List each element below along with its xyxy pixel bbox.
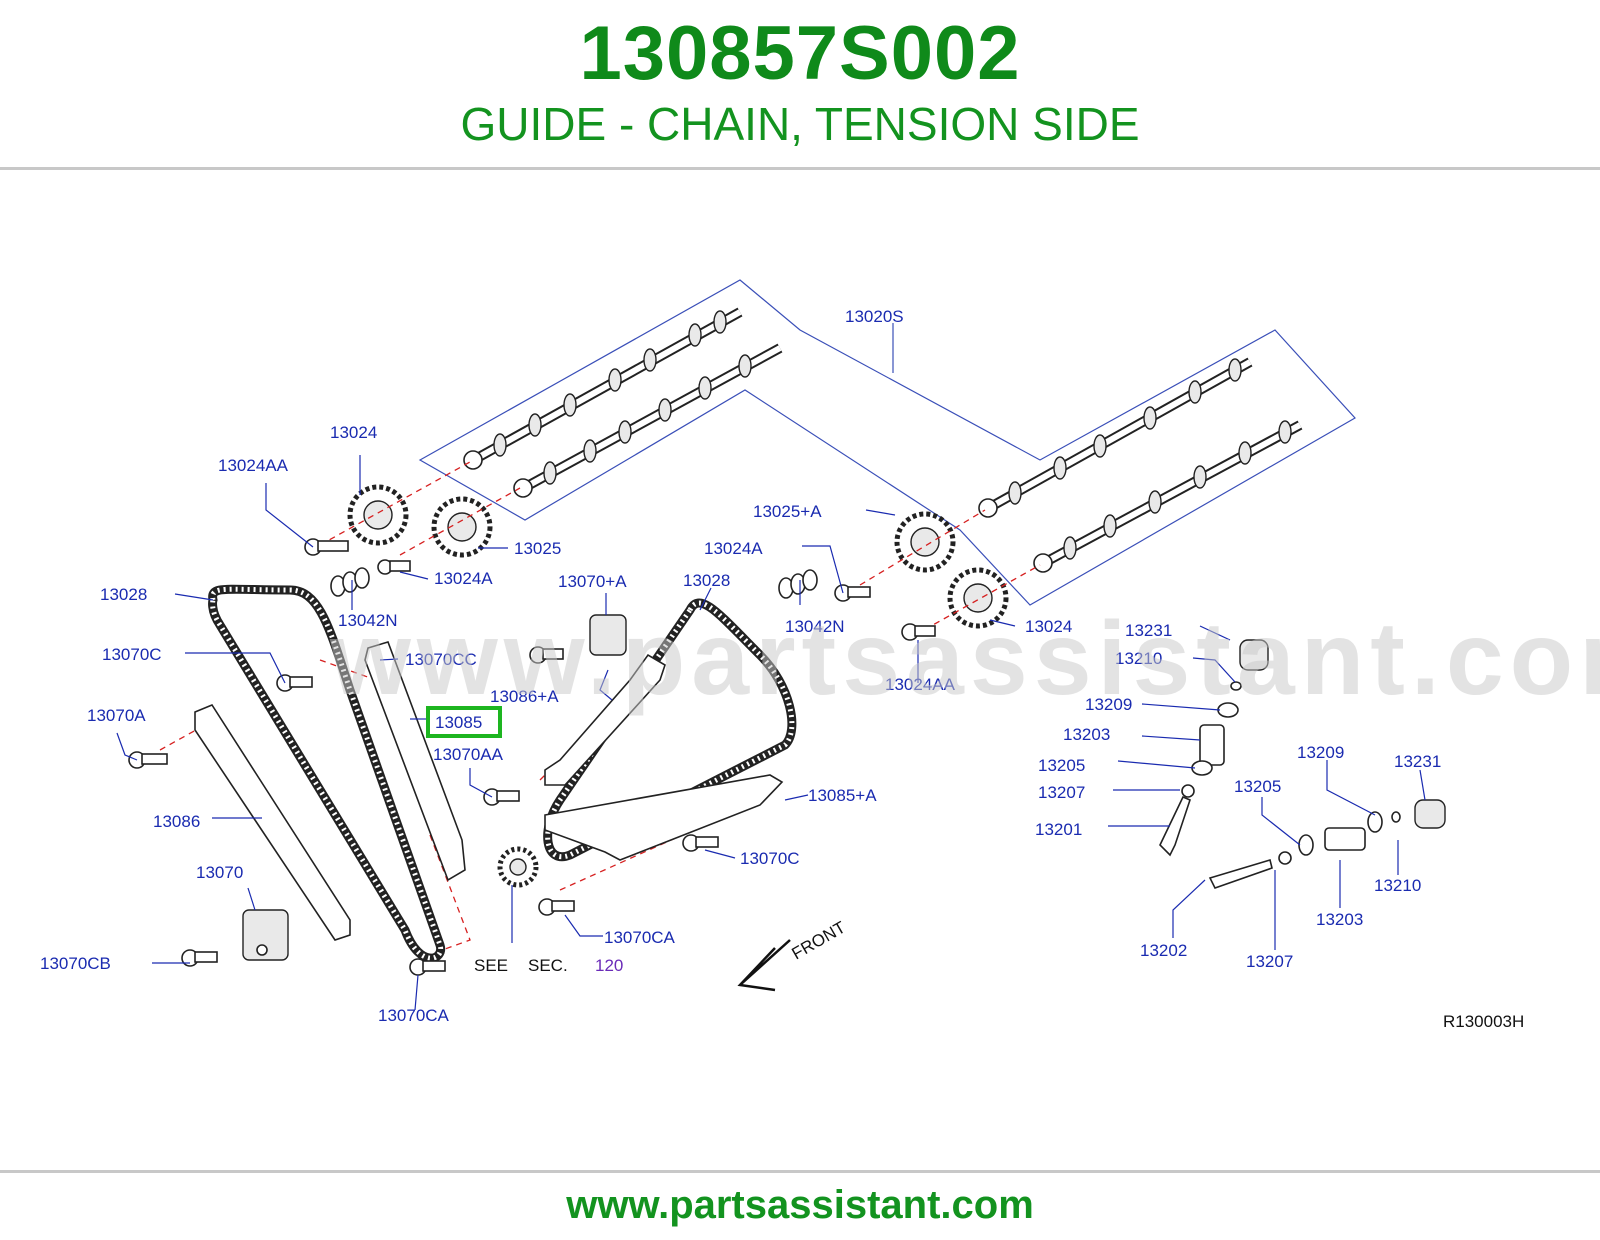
label-13209-left: 13209	[1085, 695, 1132, 714]
label-13070CA-bottom: 13070CA	[378, 1006, 450, 1025]
align-line-cam-left	[319, 461, 521, 556]
label-13070CC: 13070CC	[405, 650, 477, 669]
sprocket-13025-left	[431, 496, 493, 558]
parts-diagram: 13020S 13024 13024AA 13025 13024A 13028 …	[0, 270, 1600, 1080]
label-13070CA-mid: 13070CA	[604, 928, 676, 947]
label-13231-right: 13231	[1394, 752, 1441, 771]
label-13231-top: 13231	[1125, 621, 1172, 640]
part-description: GUIDE - CHAIN, TENSION SIDE	[460, 98, 1140, 150]
leader-lines	[116, 455, 1426, 1011]
highlight-box-13085	[426, 706, 502, 738]
front-arrow	[737, 939, 791, 992]
crank-sprocket	[497, 846, 539, 888]
label-13024A-right: 13024A	[704, 539, 763, 558]
label-13202: 13202	[1140, 941, 1187, 960]
label-13205-left: 13205	[1038, 756, 1085, 775]
label-13070plusA: 13070+A	[558, 572, 627, 591]
guide-13086plusA	[544, 653, 666, 786]
label-13070AA: 13070AA	[433, 745, 504, 764]
label-sec-number: 120	[595, 956, 623, 975]
valve-train-right	[1208, 799, 1446, 889]
guide-13085plusA	[544, 774, 784, 861]
label-13070: 13070	[196, 863, 243, 882]
camshaft-right-upper	[978, 357, 1253, 518]
label-13086: 13086	[153, 812, 200, 831]
tensioner-13070	[242, 909, 289, 961]
label-13207-right: 13207	[1246, 952, 1293, 971]
label-13020S: 13020S	[845, 307, 904, 326]
valve-train-left	[1159, 639, 1269, 857]
camshaft-bracket-outline	[418, 279, 1356, 606]
camshaft-left-lower	[513, 343, 783, 498]
sprocket-13024-left	[347, 484, 409, 546]
sprocket-13025plusA-right	[894, 511, 956, 573]
label-13203-right: 13203	[1316, 910, 1363, 929]
label-sec: SEC.	[528, 956, 568, 975]
label-13024-right: 13024	[1025, 617, 1072, 636]
label-13024AA-top: 13024AA	[218, 456, 289, 475]
header-divider	[0, 167, 1600, 170]
part-number: 130857S002	[579, 11, 1021, 96]
sprocket-13024-right	[947, 567, 1009, 629]
label-13070C-right: 13070C	[740, 849, 800, 868]
footer-divider	[0, 1170, 1600, 1173]
label-13028-left: 13028	[100, 585, 147, 604]
label-13086plusA: 13086+A	[490, 687, 559, 706]
label-see: SEE	[474, 956, 508, 975]
tensioner-13070plusA	[589, 614, 627, 656]
label-13207-left: 13207	[1038, 783, 1085, 802]
header: 130857S002 GUIDE - CHAIN, TENSION SIDE	[0, 0, 1600, 168]
label-13070CB: 13070CB	[40, 954, 111, 973]
watermark: www.partsassistant.com	[330, 601, 1600, 717]
label-13210-top: 13210	[1115, 649, 1162, 668]
label-13070C-left: 13070C	[102, 645, 162, 664]
align-line-cam-right	[859, 509, 1041, 636]
label-13025: 13025	[514, 539, 561, 558]
label-13085: 13085	[435, 713, 482, 732]
label-13028-right: 13028	[683, 571, 730, 590]
guide-13070CC	[364, 641, 466, 882]
label-13042N-right: 13042N	[785, 617, 845, 636]
label-front: FRONT	[789, 918, 849, 964]
label-13070A: 13070A	[87, 706, 146, 725]
label-13210-right: 13210	[1374, 876, 1421, 895]
label-13201: 13201	[1035, 820, 1082, 839]
label-13042N-left: 13042N	[338, 611, 398, 630]
parts-diagram-svg: 13020S 13024 13024AA 13025 13024A 13028 …	[40, 279, 1524, 1031]
label-13024AA-right: 13024AA	[885, 675, 956, 694]
label-13025plusA: 13025+A	[753, 502, 822, 521]
guide-13086	[194, 704, 351, 941]
label-13085plusA: 13085+A	[808, 786, 877, 805]
label-13024A-left: 13024A	[434, 569, 493, 588]
footer-url[interactable]: www.partsassistant.com	[566, 1183, 1034, 1227]
label-ref-code: R130003H	[1443, 1012, 1524, 1031]
bolts	[128, 538, 936, 976]
label-13209-right: 13209	[1297, 743, 1344, 762]
camshaft-left-upper	[463, 307, 743, 470]
label-13203-left: 13203	[1063, 725, 1110, 744]
o-rings-13042N	[330, 567, 818, 599]
label-13024-top: 13024	[330, 423, 377, 442]
camshaft-right-lower	[1033, 420, 1303, 573]
label-13205-right: 13205	[1234, 777, 1281, 796]
